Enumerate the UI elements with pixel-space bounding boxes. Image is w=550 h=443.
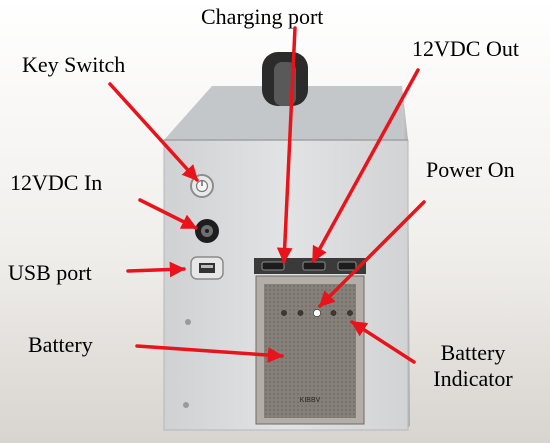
- indicator-led: [281, 310, 287, 316]
- dc-in-jack: [195, 219, 219, 243]
- battery-panel: KIBBV: [255, 275, 365, 425]
- battery-indicator-label-line2: Indicator: [433, 366, 513, 391]
- charging-port-label: Charging port: [201, 4, 324, 29]
- dc-in-arrow: [138, 198, 198, 230]
- battery-indicator-arrow: [350, 320, 416, 364]
- usb-port-label: USB port: [8, 260, 92, 285]
- battery-indicator-label-line1: Battery: [440, 340, 506, 365]
- screw: [183, 402, 189, 408]
- connector-strip: [254, 258, 366, 274]
- key-switch-arrow: [108, 82, 199, 182]
- indicator-led: [330, 310, 337, 316]
- charging-port-arrow: [276, 26, 297, 264]
- indicator-led: [297, 310, 304, 316]
- panel-marking: KIBBV: [300, 397, 321, 404]
- battery-indicator-label: Battery Indicator: [418, 340, 528, 392]
- battery-label: Battery: [28, 332, 93, 357]
- handle: [262, 52, 308, 106]
- power-on-label: Power On: [426, 157, 515, 182]
- usb-port: [190, 256, 224, 280]
- box-top-face: [164, 86, 408, 140]
- usb-port-arrow: [126, 261, 186, 278]
- dc-out-label: 12VDC Out: [412, 36, 519, 61]
- dc-out-arrow: [311, 68, 420, 263]
- power-on-arrow: [318, 200, 426, 308]
- key-switch-label: Key Switch: [22, 52, 126, 77]
- screw: [185, 319, 191, 325]
- battery-indicator-leds: [281, 309, 353, 317]
- annotation-arrows: [108, 26, 426, 364]
- dc-in-label: 12VDC In: [10, 170, 103, 195]
- indicator-led: [313, 309, 321, 317]
- indicator-led: [347, 310, 353, 316]
- battery-arrow: [135, 344, 284, 363]
